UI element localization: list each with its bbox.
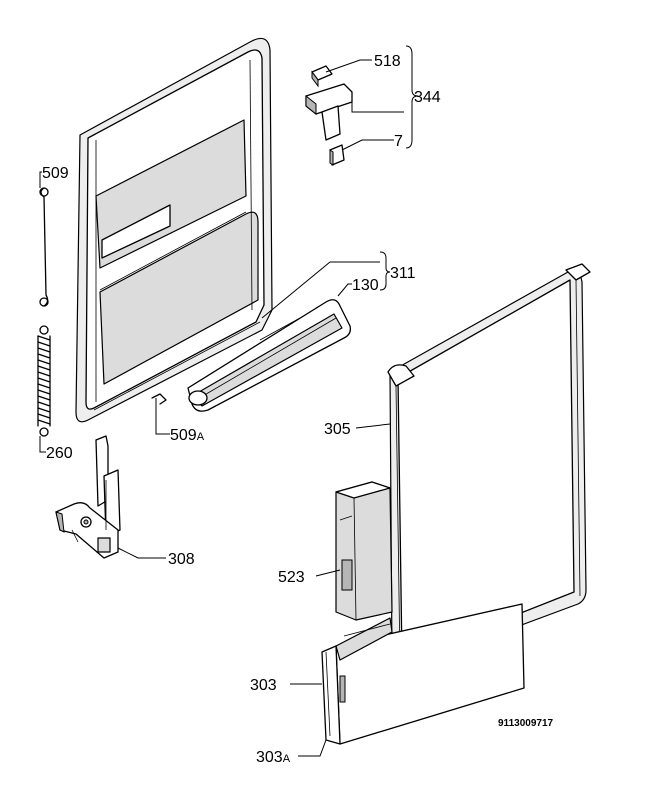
kick-plate [321, 603, 525, 745]
label-130: 130 [352, 277, 379, 294]
hinge-308 [55, 435, 121, 559]
label-509: 509 [42, 165, 69, 182]
lock-clip-7-side [329, 149, 334, 166]
clip-509a [151, 393, 167, 405]
label-308: 308 [168, 551, 195, 568]
label-523: 523 [278, 569, 305, 586]
leader-lines [39, 59, 404, 757]
part-labels: 518 344 7 509 260 311 130 509A 305 308 5… [42, 53, 554, 766]
label-260: 260 [46, 445, 73, 462]
label-305: 305 [324, 421, 351, 438]
lock-catch-518-side [311, 70, 319, 88]
spring-260 [37, 325, 51, 437]
lock-body-side [305, 94, 317, 116]
inner-door-panel [75, 37, 273, 423]
bracket-344 [405, 45, 419, 149]
spring-509 [39, 187, 49, 307]
lock-plunger [321, 105, 341, 141]
label-7: 7 [394, 133, 403, 150]
bracket-311 [379, 251, 391, 291]
label-344: 344 [414, 89, 441, 106]
label-509a: 509A [170, 427, 205, 444]
outer-door-panel [387, 263, 591, 670]
label-303: 303 [250, 677, 277, 694]
door-seal [187, 299, 352, 412]
control-box [335, 481, 393, 621]
brackets [379, 45, 419, 291]
door-lock-assembly [305, 65, 353, 166]
label-303a: 303A [256, 749, 291, 766]
label-518: 518 [374, 53, 401, 70]
label-311: 311 [390, 265, 416, 282]
drawing-code: 9113009717 [498, 718, 554, 729]
